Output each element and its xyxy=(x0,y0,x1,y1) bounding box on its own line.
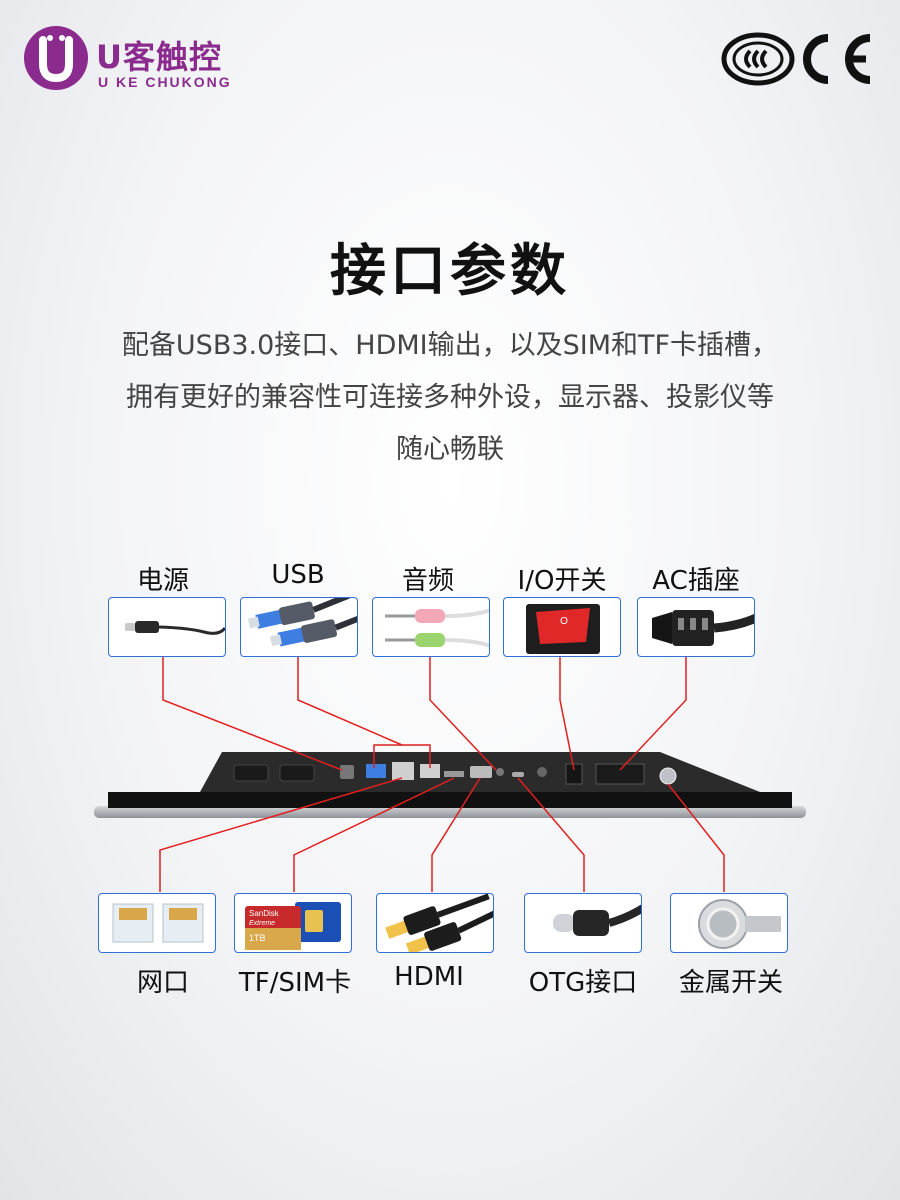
otg-port xyxy=(512,772,524,777)
audio-port xyxy=(496,768,504,776)
audio-jack-icon xyxy=(385,608,489,648)
label-hdmi: HDMI xyxy=(394,962,464,992)
page-title: 接口参数 xyxy=(330,239,570,304)
sd-sim-card-icon: SanDisk Extreme 1TB xyxy=(245,902,341,950)
card-usb xyxy=(240,597,358,657)
rj45-connector-icon xyxy=(112,903,204,943)
sd-brand-text: SanDisk xyxy=(249,909,280,918)
description: 配备USB3.0接口、HDMI输出，以及SIM和TF卡插槽， 拥有更好的兼容性可… xyxy=(60,320,840,476)
usb3-port xyxy=(366,764,386,778)
card-metal-switch xyxy=(670,893,788,953)
ac-socket-icon xyxy=(652,610,754,646)
sd-line-text: Extreme xyxy=(249,920,275,927)
ac-port xyxy=(595,763,645,785)
lan-port xyxy=(392,762,414,780)
hdmi-cable-icon xyxy=(385,894,493,952)
description-line: 拥有更好的兼容性可连接多种外设，显示器、投影仪等 xyxy=(126,382,774,413)
logo-badge-icon xyxy=(24,26,88,90)
ce-mark-icon xyxy=(803,34,871,84)
card-hdmi xyxy=(376,893,494,953)
usb-c-connector-icon xyxy=(553,904,641,936)
label-otg: OTG接口 xyxy=(528,968,638,998)
label-io-switch: I/O开关 xyxy=(517,566,607,596)
label-metal-switch: 金属开关 xyxy=(678,968,783,998)
description-line: 随心畅联 xyxy=(396,434,504,465)
card-tf-sim: SanDisk Extreme 1TB xyxy=(234,893,352,953)
dc-port xyxy=(340,765,354,779)
label-tf-sim: TF/SIM卡 xyxy=(238,968,352,998)
svg-text:O: O xyxy=(560,616,568,627)
brand-logo: U客触控 U KE CHUKONG xyxy=(24,26,264,96)
card-audio xyxy=(372,597,490,657)
io-switch-port xyxy=(565,763,583,785)
certification-marks xyxy=(721,32,871,86)
card-power xyxy=(108,597,226,657)
card-ac-socket xyxy=(637,597,755,657)
description-line: 配备USB3.0接口、HDMI输出，以及SIM和TF卡插槽， xyxy=(121,330,779,361)
card-otg xyxy=(524,893,642,953)
brand-name-en: U KE CHUKONG xyxy=(98,74,232,90)
ccc-mark-icon xyxy=(721,32,795,86)
hdmi-port xyxy=(470,766,492,778)
brand-name-cn: U客触控 xyxy=(96,38,222,76)
usb-port xyxy=(420,764,440,778)
label-ac-socket: AC插座 xyxy=(652,566,740,596)
metal-button-icon xyxy=(698,899,781,949)
rocker-switch-icon: O xyxy=(526,604,600,654)
device-frame xyxy=(94,806,806,818)
label-power: 电源 xyxy=(136,566,189,596)
metal-button-port xyxy=(659,767,677,785)
tf-slot xyxy=(444,771,464,777)
dc-power-plug-icon xyxy=(125,621,225,635)
label-audio: 音频 xyxy=(401,566,454,596)
leader-lines xyxy=(159,657,725,892)
sd-capacity-text: 1TB xyxy=(249,933,266,943)
label-lan: 网口 xyxy=(136,968,189,998)
device-bezel xyxy=(108,792,792,808)
card-lan xyxy=(98,893,216,953)
label-usb: USB xyxy=(271,560,325,590)
usb-cable-icon xyxy=(247,598,357,647)
card-io-switch: O xyxy=(503,597,621,657)
